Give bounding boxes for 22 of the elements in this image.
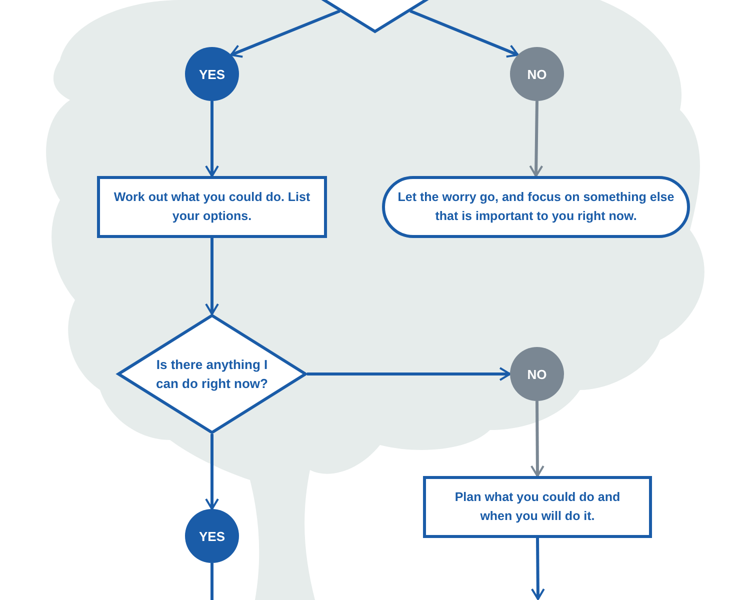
arrow [205, 434, 219, 510]
step-text: Plan what you could do and when you will do it. [454, 489, 622, 525]
arrow [205, 101, 219, 177]
step-text: Work out what you could do. List your options. [112, 189, 312, 225]
answer-label: NO [527, 66, 547, 84]
decision-diamond [117, 314, 307, 434]
answer-label: NO [527, 366, 547, 384]
rounded-box [382, 176, 690, 238]
arrow [307, 367, 511, 381]
connector-line [210, 563, 214, 600]
answer-label: YES [198, 66, 225, 84]
arrow [530, 538, 545, 600]
answer-label: YES [198, 528, 225, 546]
arrow [205, 238, 219, 315]
process-box [97, 176, 327, 238]
question-text: Is there anything I can do right now? [155, 356, 269, 393]
arrow [530, 400, 544, 477]
arrow [529, 100, 544, 177]
arrow [410, 10, 519, 58]
step-text: Let the worry go, and focus on something else that is important to you right now. [396, 189, 676, 225]
arrow [230, 10, 340, 58]
process-box [423, 476, 652, 538]
